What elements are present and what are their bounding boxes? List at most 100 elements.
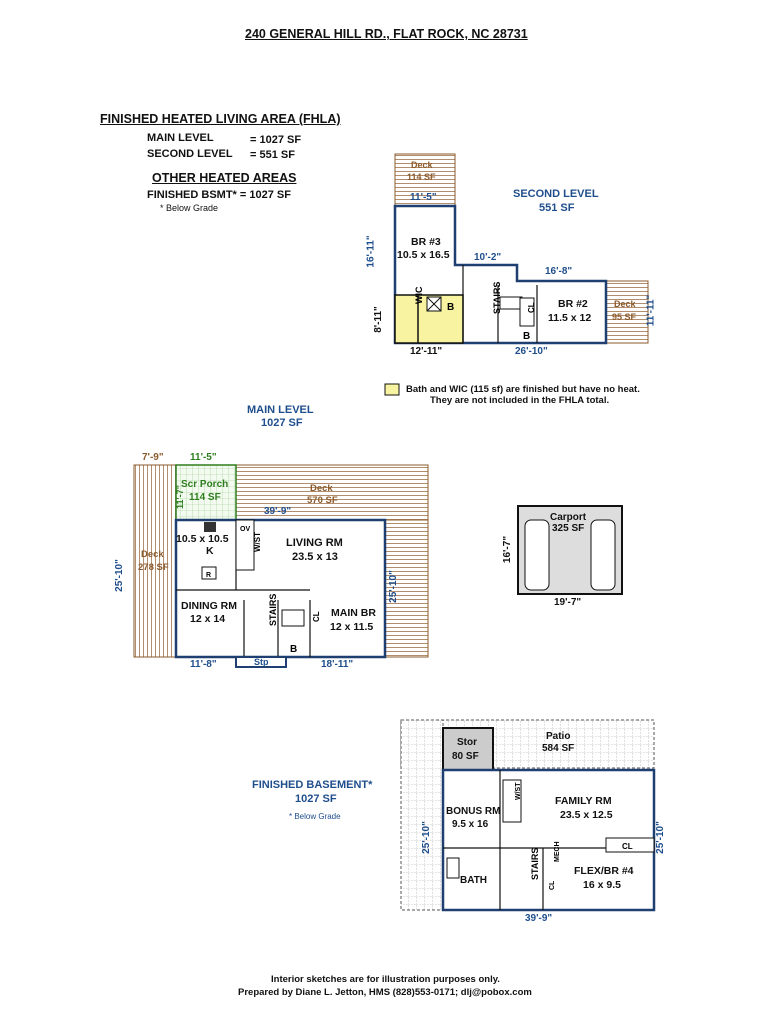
dim-wic-height: 8'-11" xyxy=(372,306,384,333)
other-heated-title: OTHER HEATED AREAS xyxy=(152,171,297,185)
second-deck-right xyxy=(605,280,649,344)
finished-bsmt-label: FINISHED BSMT* = 1027 SF xyxy=(147,189,291,201)
main-deck-left xyxy=(133,464,177,658)
dim-porch-width: 11'-5" xyxy=(190,452,217,463)
second-deck-top-label: Deck xyxy=(411,160,433,170)
dining-room-size: 12 x 14 xyxy=(190,613,226,625)
dim-second-middle: 10'-2" xyxy=(474,252,502,263)
fridge-label: R xyxy=(206,572,211,579)
main-bath-label: B xyxy=(290,644,297,655)
dim-main-left-height: 25'-10" xyxy=(113,559,125,592)
br3-label: BR #3 xyxy=(411,236,441,248)
dim-carport-height: 16'-7" xyxy=(502,535,514,564)
car-icon xyxy=(524,519,550,591)
dim-bsmt-bottom: 39'-9" xyxy=(525,913,553,924)
main-deck-top-sf: 570 SF xyxy=(307,495,338,506)
tub-icon xyxy=(446,857,460,879)
main-deck-top-label: Deck xyxy=(310,483,333,494)
main-level-plan xyxy=(133,464,429,668)
wic-bath-unheated xyxy=(394,294,464,344)
car-icon xyxy=(590,519,616,591)
second-deck-right-sf: 95 SF xyxy=(612,312,637,322)
step-box xyxy=(235,656,287,668)
main-deck-right xyxy=(384,519,429,658)
porch-sf: 114 SF xyxy=(189,492,221,503)
shower-icon xyxy=(281,609,305,627)
main-level-outline xyxy=(174,518,387,659)
dim-main-bottom-left: 11'-8" xyxy=(190,659,217,670)
dim-main-right-height: 25'-10" xyxy=(387,570,399,603)
washer-label: W/ST xyxy=(253,532,262,552)
dim-second-right: 16'-8" xyxy=(545,266,573,277)
br2-label: BR #2 xyxy=(558,298,588,310)
main-deck-left-label: Deck xyxy=(141,549,164,560)
tub-icon xyxy=(499,296,523,310)
patio-label: Patio xyxy=(546,731,571,742)
second-deck-top xyxy=(394,153,456,207)
carport-sf: 325 SF xyxy=(552,523,585,534)
carport-plan xyxy=(517,505,623,595)
second-level-plan xyxy=(393,153,649,345)
bath2-label: B xyxy=(523,331,530,342)
second-deck-top-sf: 114 SF xyxy=(407,172,436,182)
main-deck-left-sf: 278 SF xyxy=(138,562,169,573)
wic-label: WIC xyxy=(414,286,424,304)
carport-label: Carport xyxy=(550,512,587,523)
dim-second-bottom-right: 26'-10" xyxy=(515,346,548,357)
basement-area: 1027 SF xyxy=(295,793,337,805)
legend-line-1: Bath and WIC (115 sf) are finished but h… xyxy=(406,384,640,395)
basement-title: FINISHED BASEMENT* xyxy=(252,779,373,791)
bath-label: BATH xyxy=(460,875,488,886)
refrigerator-icon xyxy=(201,566,217,580)
second-level-title: SECOND LEVEL xyxy=(513,188,599,200)
dim-br3-height: 16'-11" xyxy=(365,235,377,268)
dim-carport-width: 19'-7" xyxy=(554,597,582,608)
bsmt-stairs-label: STAIRS xyxy=(530,848,540,880)
main-level-title: MAIN LEVEL xyxy=(247,404,314,416)
mech-label: MECH xyxy=(554,841,561,862)
bsmt-washer-label: W/ST xyxy=(515,782,522,800)
main-level-value: = 1027 SF xyxy=(250,134,302,146)
basement-below-grade: * Below Grade xyxy=(289,812,341,821)
legend-swatch xyxy=(384,383,400,396)
flex-br-size: 16 x 9.5 xyxy=(583,879,621,891)
legend-line-2: They are not included in the FHLA total. xyxy=(430,395,610,406)
bonus-room-size: 9.5 x 16 xyxy=(452,819,489,830)
footer-disclaimer: Interior sketches are for illustration p… xyxy=(271,974,500,985)
oven-label: OV xyxy=(240,526,250,533)
main-closet-label: CL xyxy=(312,611,321,622)
family-room-size: 23.5 x 12.5 xyxy=(560,809,613,821)
address-title: 240 GENERAL HILL RD., FLAT ROCK, NC 2873… xyxy=(245,27,528,41)
basement-plan xyxy=(400,719,656,912)
bonus-room-label: BONUS RM xyxy=(446,806,501,817)
second-deck-right-label: Deck xyxy=(614,299,636,309)
dining-room-label: DINING RM xyxy=(181,600,237,612)
dim-second-bottom-left: 12'-11" xyxy=(410,346,443,357)
footer-preparer: Prepared by Diane L. Jetton, HMS (828)55… xyxy=(238,987,532,998)
family-room-label: FAMILY RM xyxy=(555,795,612,807)
closet-label: CL xyxy=(527,302,536,313)
main-stairs-label: STAIRS xyxy=(268,594,278,626)
fhla-title: FINISHED HEATED LIVING AREA (FHLA) xyxy=(100,112,341,126)
dim-second-deck-width: 11'-5" xyxy=(410,192,437,203)
stairs-label: STAIRS xyxy=(492,282,502,314)
step-label: Stp xyxy=(254,657,269,667)
dim-bsmt-right-height: 25'-10" xyxy=(654,821,666,854)
main-deck-top xyxy=(235,464,429,521)
kitchen-label: K xyxy=(206,545,214,557)
dim-second-right-height: 11'-11" xyxy=(645,294,657,327)
main-br-size: 12 x 11.5 xyxy=(330,621,374,633)
living-room-size: 23.5 x 13 xyxy=(292,551,338,563)
bsmt-closet-label: CL xyxy=(549,880,556,890)
second-level-label: SECOND LEVEL xyxy=(147,148,233,160)
porch-label: Scr Porch xyxy=(181,479,229,490)
dim-bsmt-left-height: 25'-10" xyxy=(420,821,432,854)
below-grade-note: * Below Grade xyxy=(160,203,219,213)
main-level-label: MAIN LEVEL xyxy=(147,132,214,144)
main-level-area: 1027 SF xyxy=(261,417,303,429)
br2-size: 11.5 x 12 xyxy=(548,312,592,324)
second-level-area: 551 SF xyxy=(539,202,575,214)
bsmt-cl-label: CL xyxy=(622,842,633,851)
bath-label: B xyxy=(447,302,454,313)
